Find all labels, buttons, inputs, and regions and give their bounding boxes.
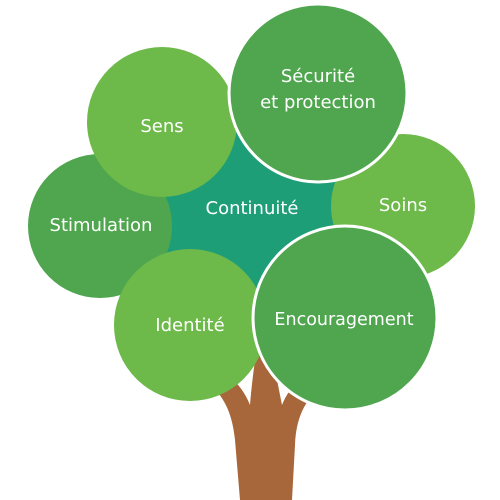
leaf-label-soins: Soins bbox=[379, 195, 427, 216]
leaf-circle-encouragement bbox=[251, 224, 439, 412]
leaf-label-securite-line1: Sécurité bbox=[281, 66, 355, 87]
leaf-circle-sens bbox=[87, 47, 237, 197]
tree-trunk bbox=[210, 340, 320, 500]
leaf-circle-identite bbox=[114, 249, 266, 401]
leaf-circle-securite bbox=[227, 2, 409, 184]
leaf-label-encouragement: Encouragement bbox=[274, 310, 413, 330]
leaf-label-securite-line2: et protection bbox=[260, 92, 376, 113]
leaf-label-identite: Identité bbox=[155, 315, 224, 336]
leaf-label-stimulation: Stimulation bbox=[50, 215, 153, 236]
leaf-label-sens: Sens bbox=[140, 116, 183, 137]
center-label-continuite: Continuité bbox=[206, 198, 299, 219]
